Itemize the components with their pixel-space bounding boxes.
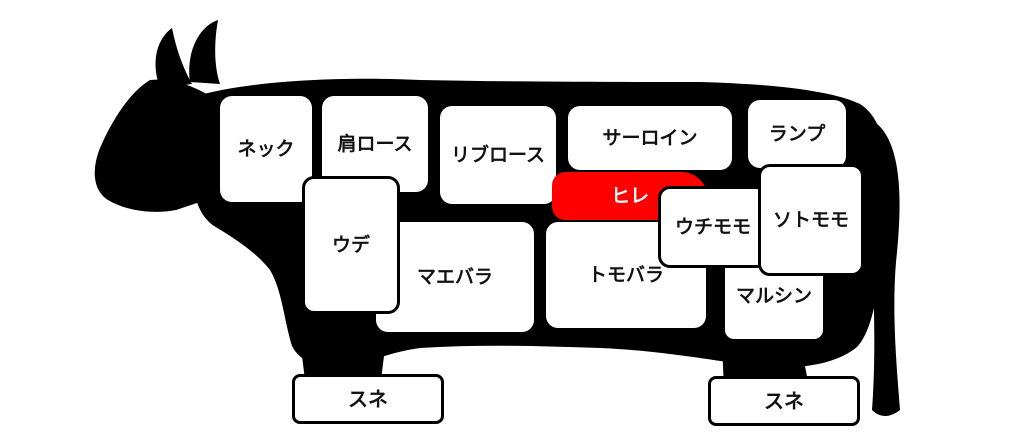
cut-sirloin[interactable]: サーロイン xyxy=(568,106,732,170)
cut-sune-rear[interactable]: スネ xyxy=(708,376,860,426)
cut-neck[interactable]: ネック xyxy=(220,96,312,202)
cut-uchimomo[interactable]: ウチモモ xyxy=(658,186,768,268)
cut-ude[interactable]: ウデ xyxy=(302,176,400,314)
cut-rib-loin[interactable]: リブロース xyxy=(440,106,556,204)
cut-tomobara[interactable]: トモバラ xyxy=(546,222,706,328)
cut-sune-front[interactable]: スネ xyxy=(292,374,444,424)
cut-sotomomo[interactable]: ソトモモ xyxy=(758,164,864,276)
cut-rump[interactable]: ランプ xyxy=(748,100,846,168)
cut-maebara[interactable]: マエバラ xyxy=(376,222,534,332)
